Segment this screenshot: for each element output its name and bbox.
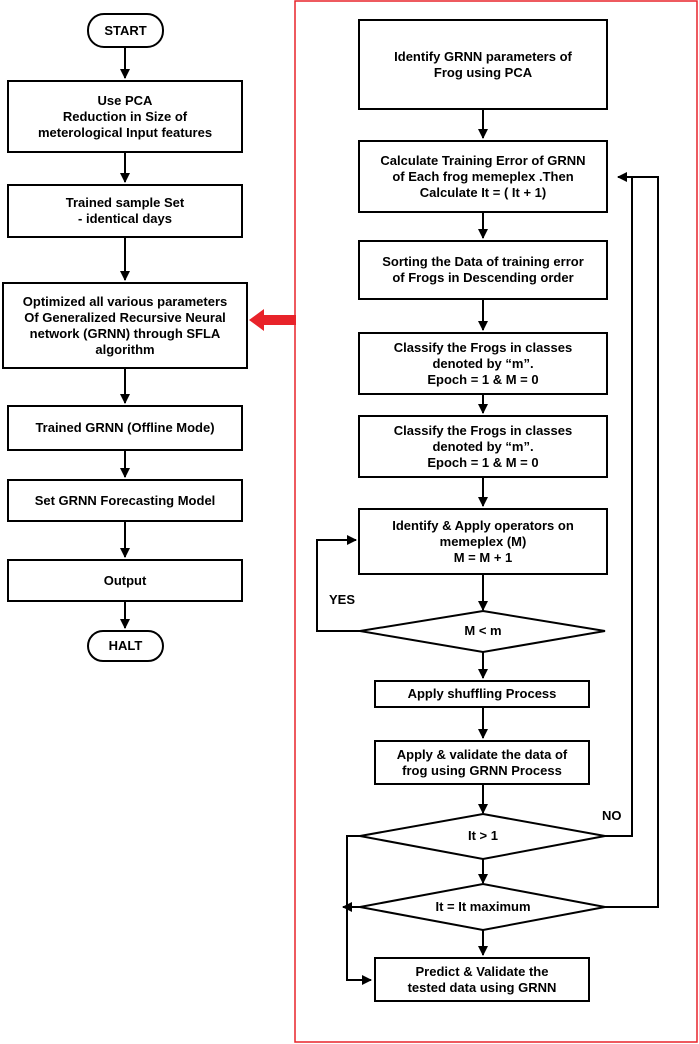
optimized-params-box: Optimized all various parameters Of Gene… (2, 282, 248, 369)
validate-box: Apply & validate the data of frog using … (374, 740, 590, 785)
start-terminal: START (87, 13, 164, 48)
sfla-frame (294, 0, 698, 1043)
decision-m-label: M < m (464, 623, 502, 638)
decision-it1-diamond (359, 812, 606, 861)
predict-box: Predict & Validate the tested data using… (374, 957, 590, 1002)
classify-box-1: Classify the Frogs in classes denoted by… (358, 332, 608, 395)
calc-error-box: Calculate Training Error of GRNN of Each… (358, 140, 608, 213)
decision-it1-label: It > 1 (468, 828, 498, 843)
set-model-box: Set GRNN Forecasting Model (7, 479, 243, 522)
no-loop-line (605, 177, 633, 837)
red-link-arrow (249, 309, 296, 331)
itmax-loop-line (605, 172, 659, 908)
identify-params-box: Identify GRNN parameters of Frog using P… (358, 19, 608, 110)
trained-grnn-box: Trained GRNN (Offline Mode) (7, 405, 243, 451)
trained-sample-box: Trained sample Set - identical days (7, 184, 243, 238)
classify-box-2: Classify the Frogs in classes denoted by… (358, 415, 608, 478)
output-box: Output (7, 559, 243, 602)
decision-m-diamond (359, 609, 606, 654)
shuffling-box: Apply shuffling Process (374, 680, 590, 708)
yes-loop-line (316, 535, 360, 632)
no-label: NO (602, 808, 622, 823)
halt-terminal: HALT (87, 630, 164, 662)
pca-reduction-box: Use PCA Reduction in Size of meterologic… (7, 80, 243, 153)
decision-itmax-diamond (359, 882, 606, 932)
yes-label: YES (329, 592, 356, 607)
identify-apply-box: Identify & Apply operators on memeplex (… (358, 508, 608, 575)
sorting-box: Sorting the Data of training error of Fr… (358, 240, 608, 300)
decision-itmax-label: It = It maximum (435, 899, 531, 914)
